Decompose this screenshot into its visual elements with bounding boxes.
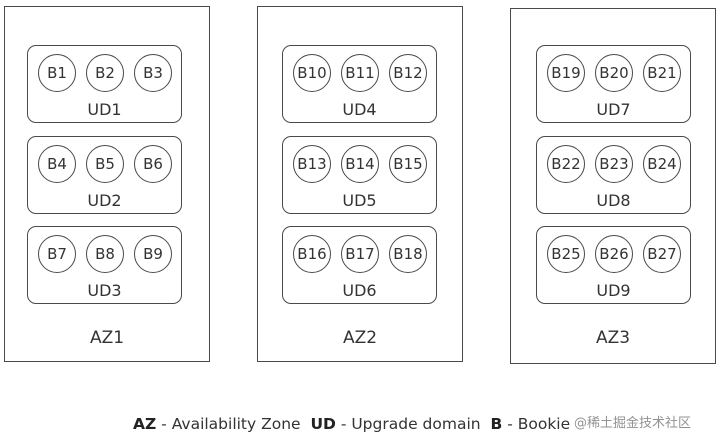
upgrade-domain-8: B22 B23 B24 UD8 (536, 136, 691, 214)
bookie-node: B18 (389, 235, 427, 273)
bookie-node: B11 (341, 54, 379, 92)
bookie-node: B17 (341, 235, 379, 273)
bookie-node: B26 (595, 235, 633, 273)
bookie-node: B25 (547, 235, 585, 273)
upgrade-domain-1: B1 B2 B3 UD1 (27, 45, 182, 123)
bookie-node: B23 (595, 145, 633, 183)
upgrade-domain-5: B13 B14 B15 UD5 (282, 136, 437, 214)
upgrade-domain-label: UD1 (87, 100, 122, 119)
bookie-node: B16 (293, 235, 331, 273)
bookie-node: B1 (38, 54, 76, 92)
upgrade-domain-label: UD7 (596, 100, 631, 119)
bookie-node: B2 (86, 54, 124, 92)
upgrade-domain-3: B7 B8 B9 UD3 (27, 226, 182, 304)
availability-zone-label: AZ3 (595, 328, 631, 348)
legend: AZ - Availability Zone UD - Upgrade doma… (133, 415, 570, 433)
bookie-node: B3 (134, 54, 172, 92)
legend-b-key: B (490, 415, 503, 433)
bookie-node: B21 (643, 54, 681, 92)
legend-az-text: - Availability Zone (156, 415, 311, 433)
upgrade-domain-label: UD4 (342, 100, 377, 119)
availability-zone-1: B1 B2 B3 UD1 B4 B5 B6 UD2 B7 B8 B9 UD3 A… (4, 6, 210, 362)
upgrade-domain-7: B19 B20 B21 UD7 (536, 45, 691, 123)
bookie-node: B8 (86, 235, 124, 273)
upgrade-domain-label: UD9 (596, 281, 631, 300)
upgrade-domain-label: UD6 (342, 281, 377, 300)
legend-b-text: - Bookie (502, 415, 571, 433)
upgrade-domain-label: UD8 (596, 191, 631, 210)
bookie-node: B7 (38, 235, 76, 273)
legend-az-key: AZ (133, 415, 157, 433)
legend-ud-text: - Upgrade domain (335, 415, 491, 433)
legend-ud-key: UD (310, 415, 336, 433)
bookie-node: B19 (547, 54, 585, 92)
availability-zone-label: AZ1 (89, 328, 125, 348)
watermark: @稀土掘金技术社区 (574, 416, 692, 431)
upgrade-domain-2: B4 B5 B6 UD2 (27, 136, 182, 214)
availability-zone-3: B19 B20 B21 UD7 B22 B23 B24 UD8 B25 B26 … (510, 8, 716, 364)
bookie-node: B15 (389, 145, 427, 183)
bookie-node: B5 (86, 145, 124, 183)
bookie-node: B4 (38, 145, 76, 183)
bookie-node: B9 (134, 235, 172, 273)
bookie-node: B12 (389, 54, 427, 92)
bookie-node: B13 (293, 145, 331, 183)
availability-zone-2: B10 B11 B12 UD4 B13 B14 B15 UD5 B16 B17 … (257, 6, 463, 362)
upgrade-domain-label: UD3 (87, 281, 122, 300)
bookie-node: B22 (547, 145, 585, 183)
bookie-node: B10 (293, 54, 331, 92)
upgrade-domain-9: B25 B26 B27 UD9 (536, 226, 691, 304)
bookie-node: B14 (341, 145, 379, 183)
availability-zone-label: AZ2 (342, 328, 378, 348)
bookie-node: B6 (134, 145, 172, 183)
bookie-node: B27 (643, 235, 681, 273)
upgrade-domain-label: UD2 (87, 191, 122, 210)
bookie-node: B24 (643, 145, 681, 183)
upgrade-domain-label: UD5 (342, 191, 377, 210)
upgrade-domain-4: B10 B11 B12 UD4 (282, 45, 437, 123)
bookie-node: B20 (595, 54, 633, 92)
upgrade-domain-6: B16 B17 B18 UD6 (282, 226, 437, 304)
